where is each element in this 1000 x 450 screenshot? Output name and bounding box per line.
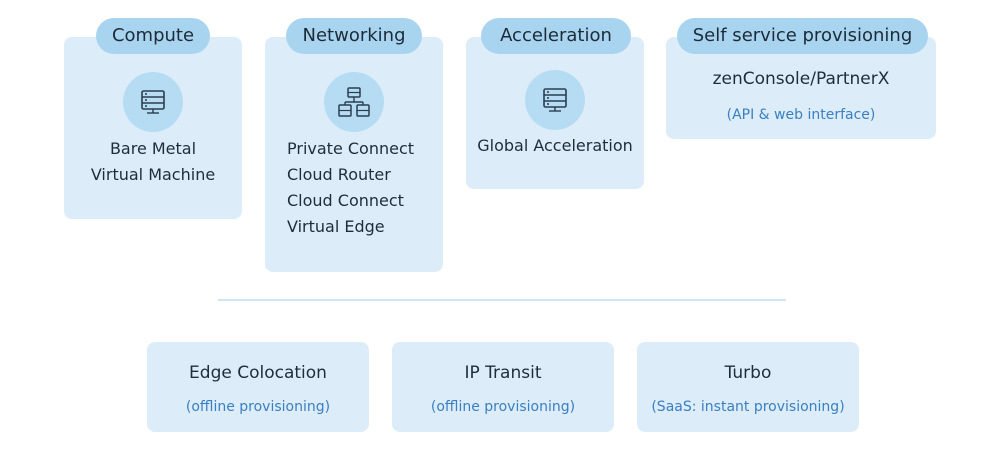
ip-transit-note: (offline provisioning) (430, 399, 576, 415)
edge-colocation-card: Edge Colocation (offline provisioning) (147, 342, 369, 432)
acceleration-title: Acceleration (481, 18, 631, 54)
section-divider (218, 299, 786, 301)
networking-title: Networking (286, 18, 422, 54)
compute-title: Compute (96, 18, 210, 54)
networking-item: Virtual Edge (287, 217, 385, 236)
networking-item: Cloud Connect (287, 191, 404, 210)
acceleration-card: Global Acceleration (466, 37, 644, 189)
networking-items: Private Connect Cloud Router Cloud Conne… (287, 136, 447, 240)
self-service-title: Self service provisioning (677, 18, 928, 54)
networking-card: Private Connect Cloud Router Cloud Conne… (265, 37, 443, 272)
ip-transit-card: IP Transit (offline provisioning) (392, 342, 614, 432)
compute-item: Bare Metal (109, 139, 197, 158)
self-service-sub: (API & web interface) (726, 107, 876, 123)
self-service-main: zenConsole/PartnerX (712, 69, 890, 89)
compute-card: Bare Metal Virtual Machine (64, 37, 242, 219)
self-service-card: zenConsole/PartnerX (API & web interface… (666, 37, 936, 139)
networking-item: Private Connect (287, 139, 415, 158)
compute-items: Bare Metal Virtual Machine (64, 136, 242, 188)
acceleration-item: Global Acceleration (477, 136, 633, 155)
edge-colocation-note: (offline provisioning) (185, 399, 331, 415)
turbo-note: (SaaS: instant provisioning) (651, 399, 845, 415)
edge-colocation-name: Edge Colocation (189, 363, 327, 383)
network-servers-icon (324, 72, 384, 132)
turbo-card: Turbo (SaaS: instant provisioning) (637, 342, 859, 432)
acceleration-items: Global Acceleration (466, 133, 644, 159)
turbo-name: Turbo (724, 363, 772, 383)
server-icon (123, 72, 183, 132)
server-icon (525, 70, 585, 130)
ip-transit-name: IP Transit (464, 363, 542, 383)
networking-item: Cloud Router (287, 165, 391, 184)
compute-item: Virtual Machine (90, 165, 216, 184)
